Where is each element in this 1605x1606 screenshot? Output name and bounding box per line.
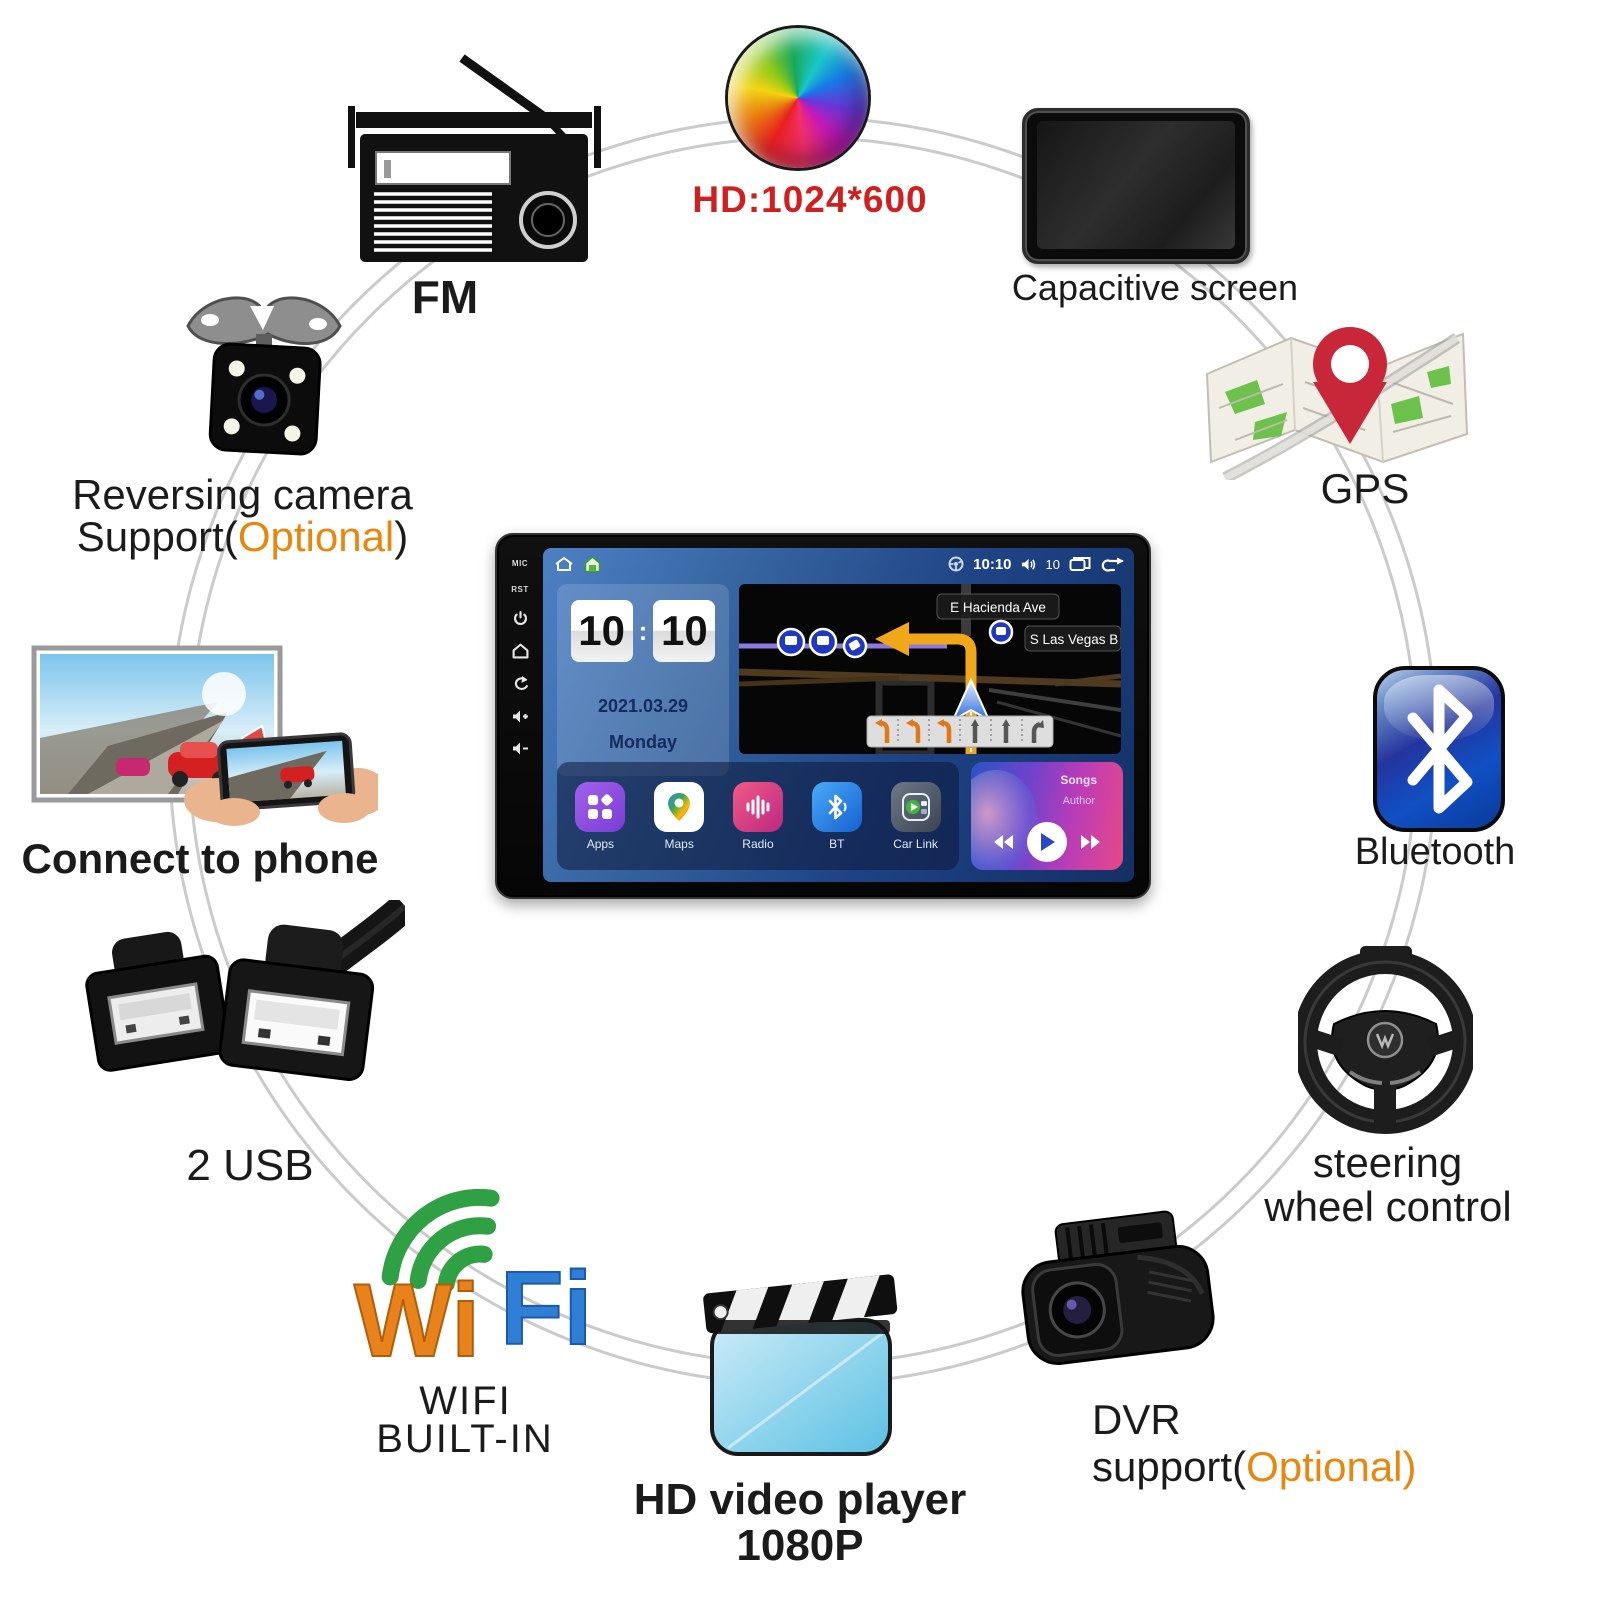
dashcam-icon (1002, 1202, 1232, 1380)
app-apps: Apps (567, 781, 633, 851)
app-bt: BT (804, 781, 870, 851)
play-button (1027, 822, 1067, 862)
wifi-label-line1: WIFI (419, 1379, 512, 1423)
reversing-camera-icon (172, 284, 357, 476)
bluetooth-icon (1373, 666, 1505, 832)
radio-icon (732, 781, 783, 832)
location-pin-icon (1313, 327, 1387, 444)
flip-clock-minute: 10 (653, 600, 716, 662)
app-radio: Radio (725, 781, 791, 851)
steering-label-line2: wheel control (1264, 1183, 1512, 1230)
svg-text:E Hacienda Ave: E Hacienda Ave (950, 600, 1046, 615)
street-label-1: E Hacienda Ave (936, 593, 1060, 620)
clock-day: Monday (608, 732, 677, 752)
svg-text:S Las Vegas B: S Las Vegas B (1030, 632, 1119, 647)
street-label-2: S Las Vegas B (1024, 625, 1121, 652)
speaker-icon (1021, 558, 1035, 570)
home-status-icon (555, 556, 573, 571)
usb-connectors-icon (65, 894, 416, 1140)
return-arrow-icon (1101, 557, 1124, 572)
connect-phone-label: Connect to phone (21, 835, 379, 882)
color-wheel-icon (728, 28, 868, 168)
gps-label: GPS (1320, 465, 1410, 512)
dvr-label: DVR support(Optional) (1092, 1396, 1422, 1490)
video-player-label-line2: 1080P (736, 1521, 864, 1570)
head-unit-screen: 10:10 10 (543, 548, 1134, 882)
race-car (168, 742, 234, 787)
wifi-logo: Wi Fi (352, 1160, 607, 1380)
flip-clock-hour: 10 (570, 600, 633, 662)
clock-date: 2021.03.29 (597, 696, 689, 716)
power-button-icon (513, 611, 527, 626)
gps-map-icon (1195, 312, 1475, 484)
dvr-label-line1: DVR (1092, 1396, 1181, 1443)
wifi-logo-fi: Fi (500, 1251, 592, 1367)
steering-label-line1: steering (1312, 1139, 1463, 1186)
recent-apps-icon (1069, 557, 1091, 571)
phone-mirroring-icon (28, 642, 388, 827)
usb-label: 2 USB (186, 1141, 314, 1190)
capacitive-screen-label: Capacitive screen (1011, 267, 1299, 308)
camera-label-optional: Optional (237, 513, 395, 560)
dvr-label-prefix: support( (1092, 1443, 1247, 1491)
driving-mode-icon (948, 556, 964, 572)
home-button-icon (512, 643, 528, 659)
rst-button: RST (511, 585, 529, 594)
status-bar: 10:10 10 (553, 551, 1124, 577)
next-track-icon (1081, 835, 1100, 849)
car-stereo-head-unit: MIC RST (495, 533, 1151, 899)
apps-icon (575, 781, 626, 832)
app-carlink: Car Link (883, 781, 949, 851)
app-dock: Apps (557, 762, 959, 870)
clapperboard-icon (698, 1258, 902, 1466)
capacitive-screen-icon (1022, 108, 1250, 264)
car-link-icon (890, 781, 941, 832)
camera-label-prefix: Support( (76, 513, 238, 560)
music-player-widget: Songs Author (971, 762, 1123, 870)
maps-icon (654, 781, 705, 832)
previous-track-icon (994, 835, 1013, 849)
status-time: 10:10 (973, 555, 1012, 573)
navigation-map-panel: E Hacienda Ave S Las Vegas B (739, 584, 1121, 754)
fm-label: FM (411, 271, 479, 323)
lane-guidance-strip (866, 715, 1054, 748)
camera-label-line1: Reversing camera (72, 471, 413, 518)
bluetooth-label: Bluetooth (1354, 831, 1516, 873)
music-song-title: Songs (1060, 773, 1097, 787)
steering-wheel-icon (1293, 942, 1477, 1140)
dvr-label-optional: Optional (1246, 1443, 1403, 1491)
camera-label-line2: Support(Optional) (55, 513, 430, 560)
fm-radio-icon (340, 52, 640, 270)
nav-home-icon (584, 555, 601, 572)
bt-app-icon (811, 781, 862, 832)
flip-clock-separator: : (638, 615, 648, 646)
camera-label-suffix: ) (394, 513, 409, 560)
app-maps: Maps (646, 781, 712, 851)
volume-up-button-icon (512, 710, 528, 723)
wifi-label-line2: BUILT-IN (376, 1417, 554, 1461)
transit-pin-icons (776, 627, 868, 659)
music-artist: Author (1062, 795, 1095, 807)
tablet-screen (1037, 121, 1235, 249)
volume-down-button-icon (512, 742, 528, 755)
back-button-icon (514, 676, 528, 690)
dvr-label-suffix: ) (1402, 1443, 1417, 1491)
bezel-button-column: MIC RST (497, 535, 543, 897)
wifi-logo-wi: Wi (354, 1263, 480, 1379)
status-volume: 10 (1045, 556, 1060, 572)
video-player-label-line1: HD video player (633, 1475, 967, 1524)
hd-resolution-label: HD:1024*600 (692, 179, 928, 220)
mic-button: MIC (511, 559, 529, 568)
clock-widget: 10 : 10 2021.03.29 Monday (557, 584, 729, 776)
